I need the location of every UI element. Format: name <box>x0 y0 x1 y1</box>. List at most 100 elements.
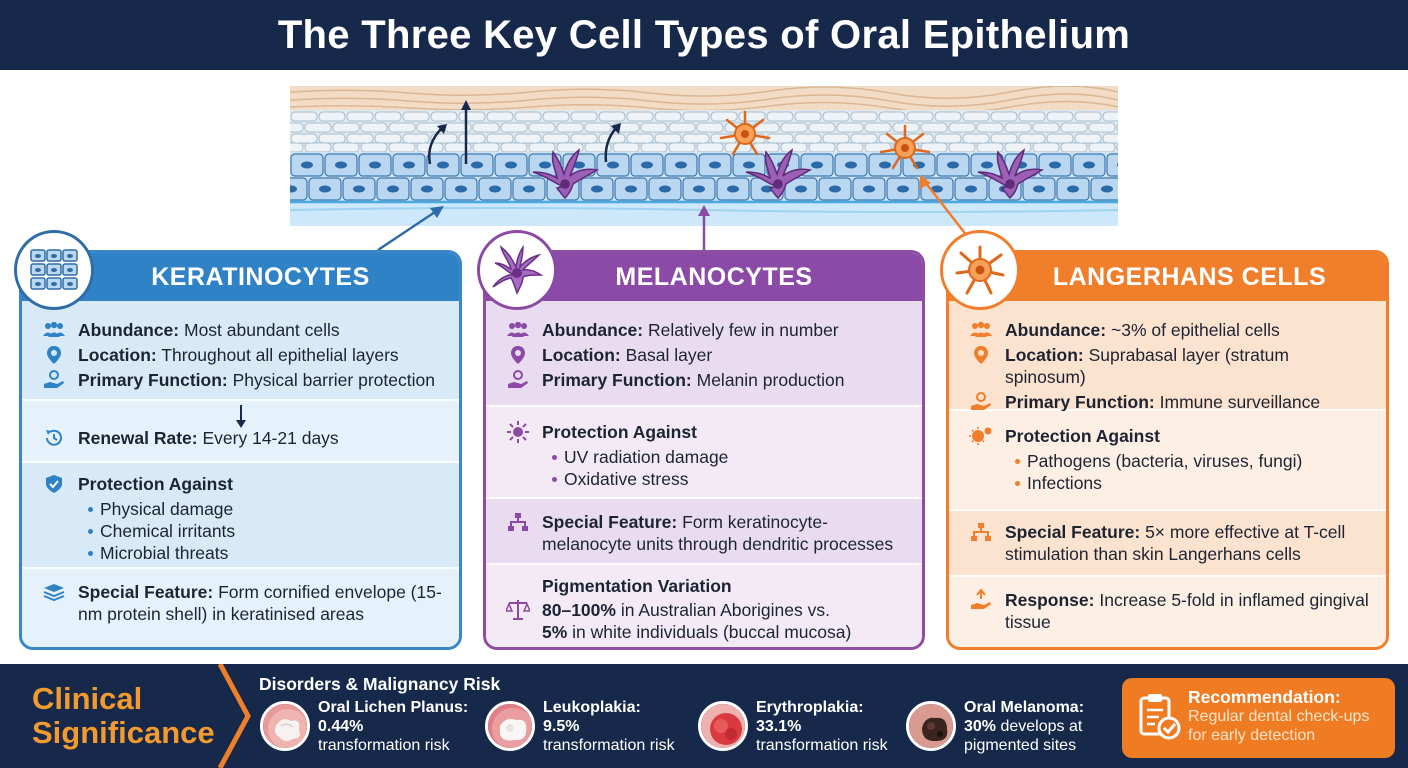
disorder-note: transformation risk <box>318 737 450 754</box>
renewal-value: Every 14-21 days <box>202 428 339 448</box>
pigment-text-2: in white individuals (buccal mucosa) <box>572 622 852 642</box>
disorder-note: pigmented sites <box>964 737 1077 754</box>
langerhans-card: LANGERHANS CELLS Abundance: ~3% of epith… <box>946 250 1389 650</box>
pigment-value-2: 5% <box>542 622 568 642</box>
epithelium-illustration <box>290 86 1118 226</box>
page-title: The Three Key Cell Types of Oral Epithel… <box>277 12 1131 57</box>
clipboard-check-icon <box>1139 694 1181 740</box>
recommendation-text: for early detection <box>1188 727 1316 744</box>
clinical-heading: Clinical Significance <box>32 682 215 750</box>
location-pin-icon <box>969 344 993 366</box>
function-label: Primary Function: <box>542 370 692 390</box>
hand-function-icon <box>506 369 530 391</box>
melanocytes-special: Special Feature: Form keratinocyte-melan… <box>486 499 922 565</box>
protection-item: Oxidative stress <box>506 468 908 490</box>
langerhans-title: LANGERHANS CELLS <box>949 253 1386 301</box>
abundance-label: Abundance: <box>78 320 180 340</box>
layers-icon <box>42 581 66 603</box>
langerhans-protection: Protection Against Pathogens (bacteria, … <box>949 411 1386 511</box>
disorder-value: 9.5% <box>543 718 580 735</box>
hierarchy-icon <box>969 521 993 543</box>
melanocytes-basics: Abundance: Relatively few in number Loca… <box>486 301 922 407</box>
melanocyte-badge <box>477 230 557 310</box>
abundance-label: Abundance: <box>1005 320 1107 340</box>
location-value: Basal layer <box>625 345 713 365</box>
special-label: Special Feature: <box>1005 522 1141 542</box>
special-value: 5× more effective at T-cell stimulation … <box>1005 522 1346 564</box>
function-label: Primary Function: <box>78 370 228 390</box>
clock-refresh-icon <box>42 427 66 449</box>
down-arrow-icon <box>236 405 246 428</box>
disorder-item: Leukoplakia: 9.5% transformation risk <box>485 698 675 755</box>
langerhans-cell-icon <box>955 245 1005 295</box>
disorder-name: Leukoplakia: <box>543 699 641 716</box>
disorder-item: Erythroplakia:33.1%transformation risk <box>698 698 888 755</box>
pigment-text-1: in Australian Aborigines vs. <box>620 600 830 620</box>
disorder-value: 30% <box>964 718 997 735</box>
langerhans-basics: Abundance: ~3% of epithelial cells Locat… <box>949 301 1386 413</box>
location-label: Location: <box>542 345 621 365</box>
clinical-heading-line-2: Significance <box>32 715 215 750</box>
response-value: Increase 5-fold in inflamed gingival tis… <box>1005 590 1369 632</box>
scale-balance-icon <box>506 599 530 621</box>
function-label: Primary Function: <box>1005 392 1155 412</box>
function-value: Melanin production <box>696 370 845 390</box>
disorder-value: 0.44% <box>318 718 364 735</box>
special-value: Form cornified envelope (15-nm protein s… <box>78 582 442 624</box>
protection-item: Pathogens (bacteria, viruses, fungi) <box>969 450 1372 472</box>
pigment-value-1: 80–100% <box>542 600 616 620</box>
oral-melanoma-image <box>906 701 956 751</box>
disorder-value: 33.1% <box>756 718 802 735</box>
location-value: Suprabasal layer (stratum spinosum) <box>1005 345 1289 387</box>
keratinocytes-special: Special Feature: Form cornified envelope… <box>22 569 459 647</box>
disorder-note: develops at <box>1000 718 1083 735</box>
langerhans-response: Response: Increase 5-fold in inflamed gi… <box>949 577 1386 647</box>
location-label: Location: <box>1005 345 1084 365</box>
abundance-value: ~3% of epithelial cells <box>1111 320 1280 340</box>
keratinocytes-renewal: Renewal Rate: Every 14-21 days <box>22 401 459 463</box>
hand-function-icon <box>42 369 66 391</box>
protection-title: Protection Against <box>78 474 233 494</box>
abundance-value: Relatively few in number <box>648 320 839 340</box>
keratinocytes-title: KERATINOCYTES <box>22 253 459 301</box>
special-label: Special Feature: <box>78 582 214 602</box>
recommendation-box: Recommendation: Regular dental check-ups… <box>1122 678 1395 758</box>
protection-title: Protection Against <box>542 422 697 442</box>
function-value: Immune surveillance <box>1159 392 1321 412</box>
disorder-item: Oral Lichen Planus:0.44%transformation r… <box>260 698 468 755</box>
melanocytes-protection: Protection Against UV radiation damage O… <box>486 407 922 499</box>
protection-item: Chemical irritants <box>42 520 445 542</box>
protection-title: Protection Against <box>1005 426 1160 446</box>
melanocytes-pigmentation: Pigmentation Variation 80–100% in Austra… <box>486 565 922 647</box>
disorder-note: transformation risk <box>543 737 675 754</box>
pathogen-icon <box>969 425 993 447</box>
special-value: Form keratinocyte-melanocyte units throu… <box>542 512 894 554</box>
hand-function-icon <box>969 391 993 413</box>
protection-item: Physical damage <box>42 498 445 520</box>
abundance-label: Abundance: <box>542 320 644 340</box>
keratinocytes-card: KERATINOCYTES Abundance: Most abundant c… <box>19 250 462 650</box>
function-value: Physical barrier protection <box>232 370 435 390</box>
response-label: Response: <box>1005 590 1095 610</box>
shield-icon <box>42 473 66 495</box>
keratinocyte-cells-icon <box>30 249 78 290</box>
langerhans-badge <box>940 230 1020 310</box>
location-pin-icon <box>506 344 530 366</box>
protection-item: Microbial threats <box>42 542 445 564</box>
recommendation-text: Regular dental check-ups <box>1188 708 1370 725</box>
people-icon <box>506 319 530 341</box>
location-pin-icon <box>42 344 66 366</box>
special-label: Special Feature: <box>542 512 678 532</box>
lichen-planus-image <box>260 701 310 751</box>
hand-up-arrow-icon <box>969 589 993 611</box>
abundance-value: Most abundant cells <box>184 320 340 340</box>
disorder-name: Oral Melanoma: <box>964 699 1085 716</box>
disorders-subtitle: Disorders & Malignancy Risk <box>259 674 501 694</box>
disorder-note: transformation risk <box>756 737 888 754</box>
keratinocyte-badge <box>14 230 94 310</box>
chevron-right-icon <box>217 664 251 768</box>
erythroplakia-image <box>698 701 748 751</box>
protection-item: Infections <box>969 472 1372 494</box>
title-bar: The Three Key Cell Types of Oral Epithel… <box>0 0 1408 70</box>
people-icon <box>969 319 993 341</box>
